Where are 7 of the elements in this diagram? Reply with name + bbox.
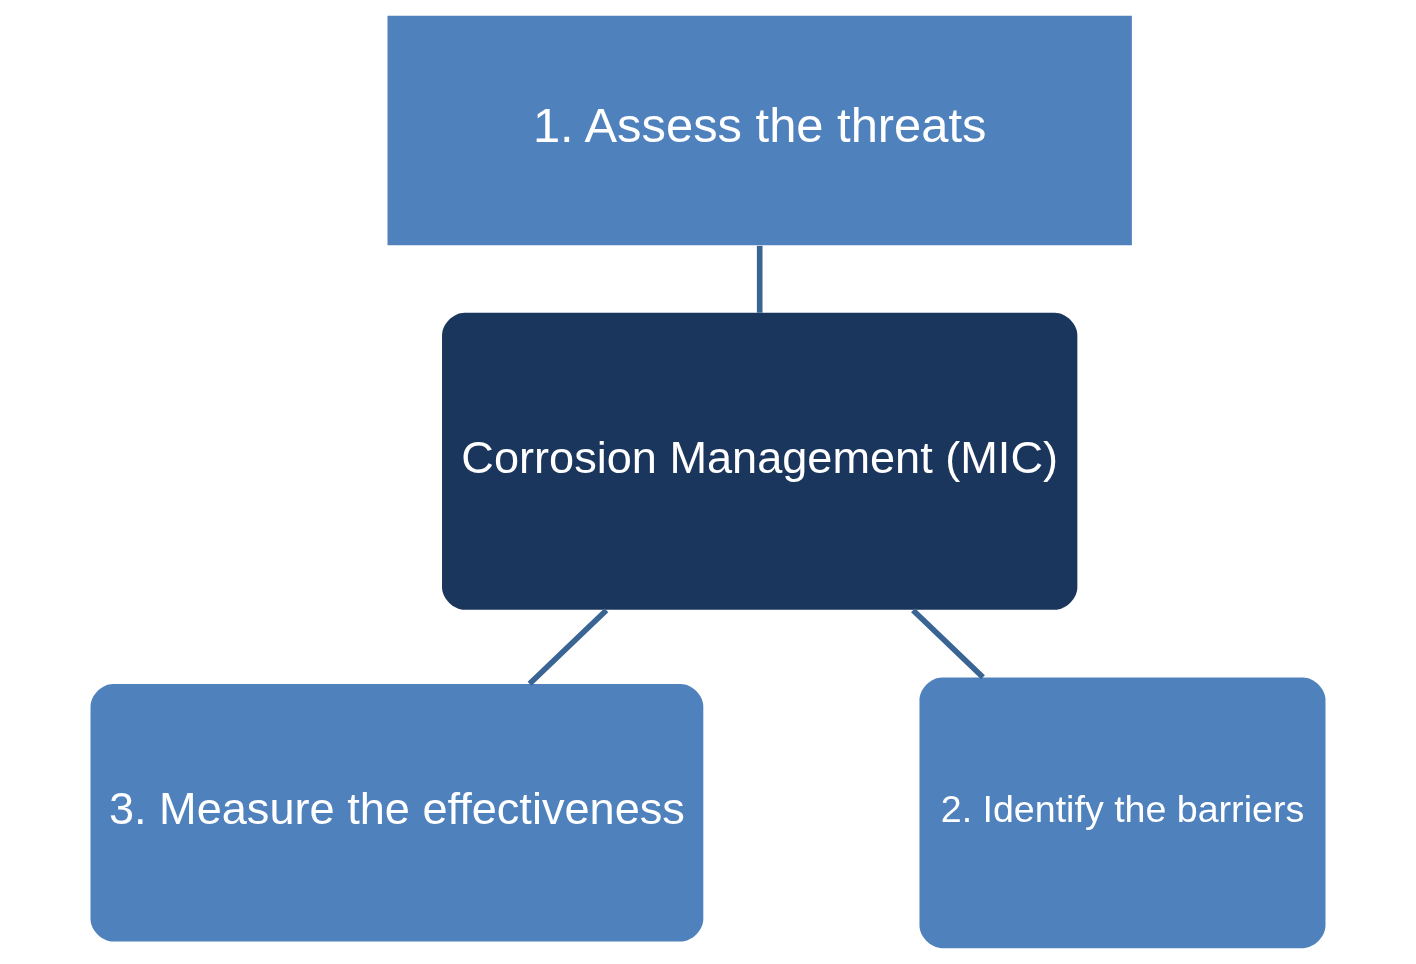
- connector: [756, 245, 763, 313]
- connector: [527, 608, 609, 686]
- node-box: 2. Identify the barriers: [919, 677, 1326, 949]
- node-box: 3. Measure the effectiveness: [90, 684, 704, 942]
- connector: [911, 608, 985, 680]
- node-box: Corrosion Management (MIC): [442, 312, 1078, 610]
- node-box: 1. Assess the threats: [387, 15, 1132, 246]
